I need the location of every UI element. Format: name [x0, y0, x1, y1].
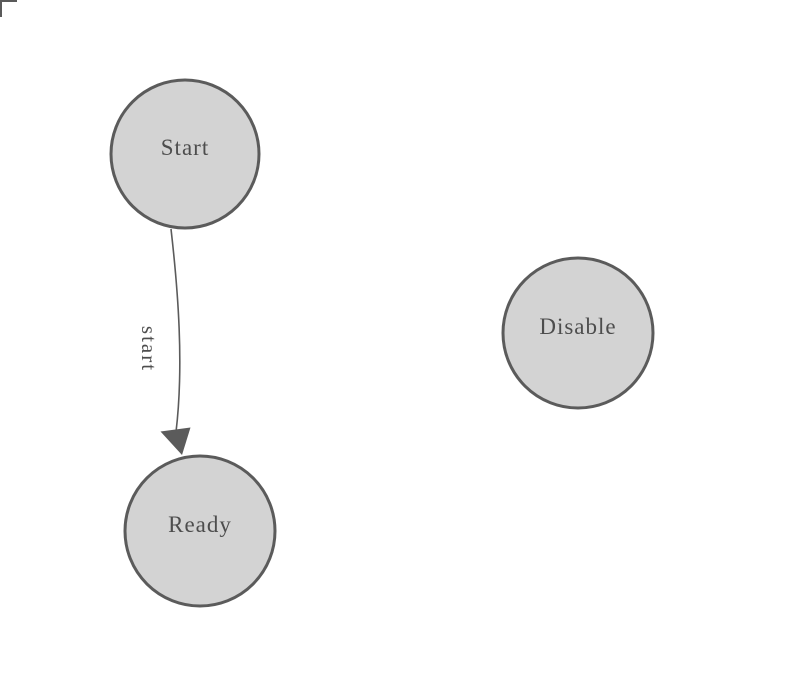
state-node-start[interactable]: Start — [109, 78, 261, 230]
state-circle-ready[interactable] — [123, 454, 277, 608]
state-label-disable: Disable — [539, 314, 616, 339]
state-node-disable[interactable]: Disable — [501, 256, 655, 410]
state-circle-start[interactable] — [109, 78, 261, 230]
edge-path[interactable] — [170, 228, 181, 433]
transition-label: start — [137, 326, 161, 372]
transition-edge-start-ready[interactable]: start — [137, 228, 191, 455]
edge-arrowhead — [160, 427, 191, 455]
state-node-ready[interactable]: Ready — [123, 454, 277, 608]
state-label-start: Start — [161, 135, 209, 160]
state-label-ready: Ready — [168, 512, 232, 537]
corner-mark-icon — [0, 0, 17, 17]
state-circle-disable[interactable] — [501, 256, 655, 410]
